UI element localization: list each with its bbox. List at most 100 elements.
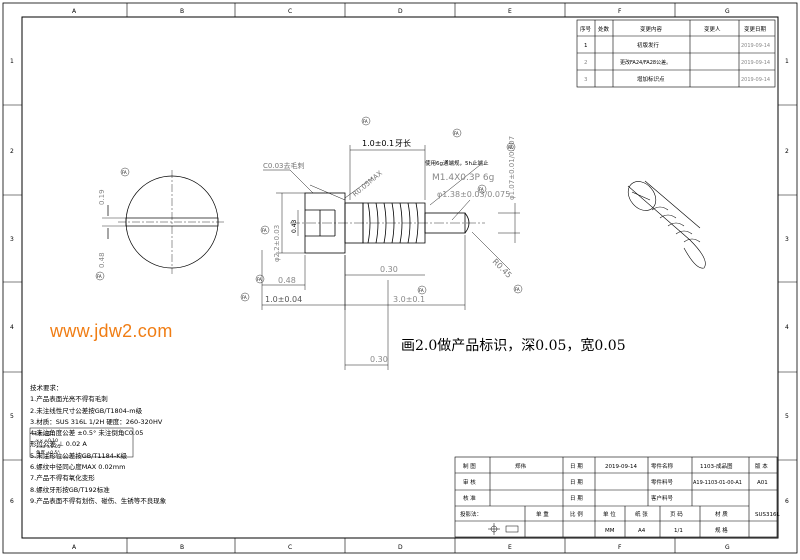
tb-label: 日 期 <box>570 463 583 470</box>
svg-text:FA: FA <box>508 145 513 150</box>
grid-row-label: 5 <box>10 413 14 420</box>
note-line: 2.未注线性尺寸公差按GB/T1804-m级 <box>30 406 143 415</box>
rev-cell: 2019-09-14 <box>741 43 770 49</box>
svg-text:FA: FA <box>122 170 127 175</box>
annotation-main: 画2.0做产品标识，深0.05，宽0.05 <box>401 338 626 354</box>
tb-label: 日 期 <box>570 495 583 502</box>
svg-text:FA: FA <box>419 288 424 293</box>
dim-dia-right: φ1.07±0.01/0.007 <box>508 136 516 200</box>
svg-text:FA: FA <box>242 295 247 300</box>
tol-line: x.x ±0.10 <box>36 438 58 444</box>
tb-label: 核 准 <box>463 494 476 502</box>
rev-cell: 2019-09-14 <box>741 77 770 83</box>
dim-slot-width: 0.43 <box>291 219 298 233</box>
tb-label: 材 质 <box>715 510 728 518</box>
tol-line: x.xx ±0.05 <box>36 444 61 450</box>
tb-label: 纸 张 <box>635 510 648 518</box>
dim-head-length: 1.0±0.04 <box>265 295 302 304</box>
grid-row-label: 1 <box>10 58 14 65</box>
rev-header: 变更内容 <box>640 25 663 33</box>
grid-col-label: B <box>180 544 184 551</box>
dim-slot-depth: 0.48 <box>278 276 296 285</box>
tb-label: 比 例 <box>570 510 583 518</box>
grid-col-label: A <box>72 8 77 15</box>
dim-thread-spec: M1.4X0.3P 6g <box>432 173 494 183</box>
tb-label: 日 期 <box>570 479 583 486</box>
tb-label: 版 本 <box>755 462 768 470</box>
fa-tags: FA FA FA FA FA FA FA FA FA FA FA <box>95 116 523 302</box>
rev-cell: 初版发行 <box>637 41 660 49</box>
dim-thread-length: 1.0±0.1 <box>362 139 394 148</box>
projection-symbol-icon <box>488 523 519 535</box>
dim-len-a: 0.30 <box>380 265 398 274</box>
grid-ticks <box>3 3 797 553</box>
tolerance-box <box>29 427 134 458</box>
end-view <box>102 170 226 274</box>
rev-header: 序号 <box>580 25 592 33</box>
note-line: 9.产品表面不得有划伤、碰伤、生锈等不良现象 <box>30 496 167 505</box>
grid-row-label: 6 <box>10 498 14 505</box>
note-line: 1.产品表面光亮不得有毛刺 <box>30 395 108 404</box>
svg-text:FA: FA <box>363 119 368 124</box>
grid-col-label: G <box>725 8 730 15</box>
tb-label: 客户料号 <box>651 494 674 502</box>
grid-row-label: 5 <box>785 413 789 420</box>
grid-row-label: 4 <box>785 324 789 331</box>
grid-col-label: D <box>398 8 403 15</box>
title-block <box>454 456 778 538</box>
rev-cell: 2019-09-14 <box>741 60 770 66</box>
tol-line: 角度 ±0.5° <box>36 449 60 456</box>
note-line: 7.产品不得有氧化变形 <box>30 474 95 483</box>
tb-label: 单 位 <box>603 510 616 518</box>
svg-text:FA: FA <box>515 287 520 292</box>
tb-value: 1103-成品图 <box>700 462 733 470</box>
grid-col-label: F <box>618 8 622 15</box>
dim-head-dia: φ2.2±0.03 <box>273 225 281 262</box>
grid-col-label: A <box>72 544 77 551</box>
tb-label: 制 图 <box>463 462 476 470</box>
note-line: 4.未注角度公差 ±0.5° 未注倒角C0.05 <box>30 429 144 438</box>
watermark: www.jdw2.com <box>50 321 173 341</box>
note-line: 3.材质：SUS 316L 1/2H 硬度：260-320HV <box>30 417 163 426</box>
note-line: 6.螺纹中径同心度MAX 0.02mm <box>30 463 126 472</box>
grid-col-label: D <box>398 544 403 551</box>
grid-col-label: F <box>618 544 622 551</box>
note-line: 形位公差 ⊥ 0.02 A <box>30 440 87 449</box>
rev-header: 变更日期 <box>744 25 767 33</box>
grid-col-label: E <box>508 544 512 551</box>
inner-border <box>21 16 779 539</box>
dim-total-length: 3.0±0.1 <box>393 295 425 304</box>
grid-col-label: C <box>288 544 292 551</box>
note-line: 5.未注形位公差按GB/T1184-K级 <box>30 451 128 460</box>
rev-cell: 更改FA24/FA28公差。 <box>620 59 671 66</box>
tb-value: 1/1 <box>674 528 683 534</box>
dim-gap: 0.30 <box>370 355 388 364</box>
tb-value: 郑伟 <box>515 462 527 470</box>
svg-text:FA: FA <box>97 274 102 279</box>
rev-header: 处数 <box>598 25 610 33</box>
rev-cell: 3 <box>584 77 588 83</box>
rev-header: 变更人 <box>704 25 721 33</box>
grid-row-label: 1 <box>785 58 789 65</box>
tb-label: 零件名称 <box>651 462 674 470</box>
dim-thread-note: 使用6g通端规，5h止端止 <box>425 159 489 167</box>
isometric-view <box>627 180 706 269</box>
tb-label: 页 码 <box>670 510 683 518</box>
grid-row-label: 6 <box>785 498 789 505</box>
tb-label: 投影法： <box>460 510 482 518</box>
note-line: 8.螺纹牙形按GB/T192标准 <box>30 485 110 494</box>
svg-text:FA: FA <box>454 131 459 136</box>
grid-row-label: 3 <box>785 236 789 243</box>
screw-side-view <box>290 192 485 254</box>
grid-row-label: 4 <box>10 324 14 331</box>
svg-text:FA: FA <box>262 228 267 233</box>
grid-col-label: B <box>180 8 184 15</box>
note-line: 技术要求： <box>30 384 63 392</box>
grid-row-label: 3 <box>10 236 14 243</box>
svg-text:FA: FA <box>257 277 262 282</box>
dim-r-max: R0.05MAX <box>351 169 384 198</box>
tb-value: MM <box>605 528 615 534</box>
